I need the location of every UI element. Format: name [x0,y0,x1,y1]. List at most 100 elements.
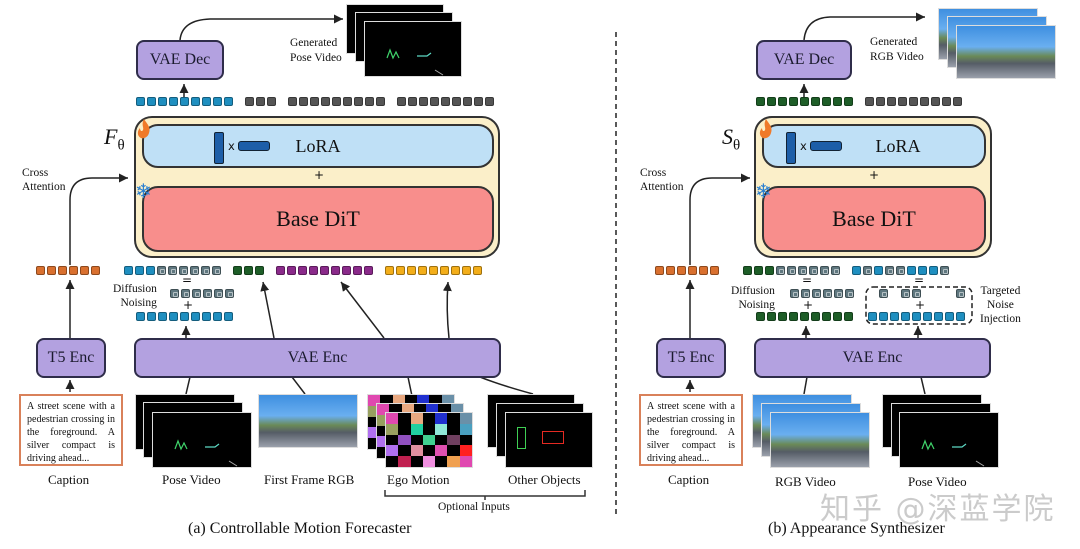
ego-motion-cell [426,404,439,415]
caption-textbox-b: A street scene with a pedestrian crossin… [639,394,743,466]
latent-token [945,312,954,321]
latent-token [463,97,472,106]
lora-matrix-b-icon-b [810,141,842,151]
t5-enc-box-a: T5 Enc [36,338,106,378]
ego-motion-cell [422,445,436,457]
latent-token [929,266,938,275]
latent-token [429,266,438,275]
latent-token [918,266,927,275]
latent-token [407,266,416,275]
ego-motion-cell [447,434,460,446]
ego-motion-cell [413,404,427,415]
ego-motion-cell [386,413,399,424]
noisy-token [912,289,921,298]
plus-noise-a: + [183,298,194,312]
latent-token [180,312,189,321]
latent-token [811,97,820,106]
ego-motion-cell [447,445,460,457]
latent-token [655,266,664,275]
sparse-noise-tokens-b [868,289,972,300]
link-objects-to-vaeenc-a [479,376,534,395]
latent-token [822,312,831,321]
ego-motion-cell [410,434,423,446]
latent-token [397,97,406,106]
ego-motion-cell [398,445,411,457]
noisy-token [203,289,212,298]
latent-token [874,266,883,275]
input-tokens-b [655,266,949,275]
link-ego-to-vaeenc-a [407,376,413,397]
token-gap [855,97,863,106]
input-label-other-objects: Other Objects [508,472,581,487]
latent-token [462,266,471,275]
noisy-token [879,289,888,298]
latent-token [320,266,329,275]
latent-token [353,266,362,275]
noisy-token [823,289,832,298]
noisy-token [834,289,843,298]
lora-matrix-b-icon [238,141,270,151]
clean-green-tokens-b [756,312,853,321]
latent-token [868,312,877,321]
ego-motion-cell [368,405,381,417]
latent-token [288,97,297,106]
latent-token [191,312,200,321]
latent-token [865,97,874,106]
arrow-dec-to-output-b [803,12,925,41]
noisy-token [214,289,223,298]
caption-textbox-a: A street scene with a pedestrian crossin… [19,394,123,466]
plus-sign-a: + [314,168,325,182]
t5-enc-box-b: T5 Enc [656,338,726,378]
ego-motion-cell [404,395,418,406]
vae-dec-box-b: VAE Dec [756,40,852,80]
latent-token [310,97,319,106]
latent-token [224,97,233,106]
latent-token [321,97,330,106]
ego-motion-cell [386,434,399,446]
snowflake-icon-b: ❄ [755,179,772,203]
vae-enc-box-a: VAE Enc [134,338,501,378]
latent-token [136,97,145,106]
arrow-cross-attention-a [69,173,128,265]
noisy-token [192,289,201,298]
token-gap [235,97,243,106]
latent-token [451,266,460,275]
equals-sign-b1: = [802,273,813,287]
ego-motion-cell [441,395,454,406]
latent-token [169,312,178,321]
latent-token [255,266,264,275]
latent-token [354,97,363,106]
ego-motion-cell [386,456,399,467]
link-pose-to-vaeenc-b [920,376,926,395]
latent-token [396,266,405,275]
ego-motion-cell [386,445,399,457]
plus-noise-b2: + [915,298,926,312]
noisy-token [801,289,810,298]
noisy-token [831,266,840,275]
latent-token [778,97,787,106]
ego-motion-cell [435,423,448,435]
noisy-token [225,289,234,298]
latent-token [342,266,351,275]
latent-token [789,312,798,321]
latent-token [245,97,254,106]
arrow-cross-attention-b [689,173,750,265]
latent-token [699,266,708,275]
latent-token [146,266,155,275]
latent-token [833,97,842,106]
noisy-token [845,289,854,298]
base-dit-block-b: Base DiT [762,186,986,252]
latent-token [953,97,962,106]
latent-token [778,312,787,321]
base-dit-block-a: Base DiT [142,186,494,252]
vae-enc-box-b: VAE Enc [754,338,991,378]
latent-token [440,266,449,275]
latent-token [800,312,809,321]
ego-motion-cell [429,395,442,406]
latent-token [844,312,853,321]
input-label-caption-a: Caption [48,472,90,487]
snowflake-icon-a: ❄ [135,179,152,203]
